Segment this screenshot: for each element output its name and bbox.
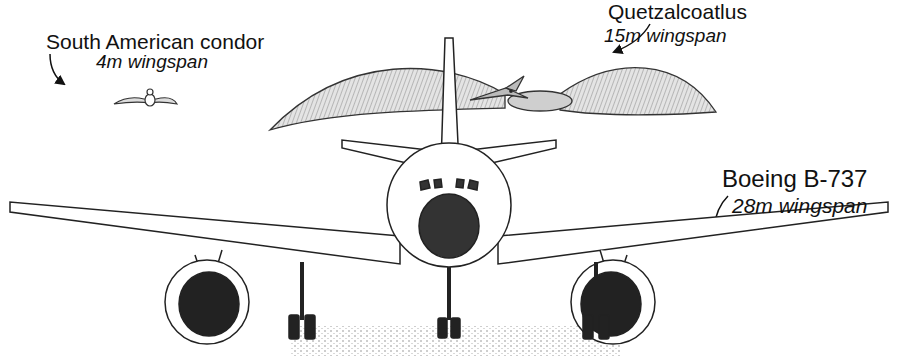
species-name: Quetzalcoatlus	[608, 0, 747, 23]
right-engine	[571, 260, 655, 344]
condor-head	[147, 89, 153, 95]
gear-wheel	[599, 315, 609, 339]
pterosaur-eye	[510, 90, 513, 93]
cockpit-windows	[420, 179, 478, 190]
gear-wheel	[305, 315, 315, 339]
wingspan-value: 28m wingspan	[732, 194, 867, 217]
gear-wheel	[438, 318, 447, 338]
pterosaur-right-wing	[560, 68, 716, 115]
wingspan-value: 4m wingspan	[96, 52, 208, 73]
airplane-drawing	[10, 38, 888, 344]
pterosaur-drawing	[270, 68, 716, 130]
aircraft-name: Boeing B-737	[722, 166, 867, 192]
left-engine-fan	[179, 272, 239, 336]
fuselage	[387, 143, 511, 267]
pterosaur-left-wing	[270, 68, 505, 130]
gear-wheel	[289, 315, 299, 339]
pterosaur-beak	[470, 88, 528, 100]
pterosaur-crest	[506, 76, 524, 91]
gear-wheel	[583, 315, 593, 339]
gear-wheel	[451, 318, 460, 338]
nose-radome	[419, 194, 479, 258]
gear-struts	[302, 262, 596, 320]
left-engine	[165, 260, 249, 344]
leader-arrow	[50, 54, 64, 84]
species-name: South American condor	[46, 30, 264, 53]
wingspan-value: 15m wingspan	[604, 26, 727, 47]
condor-drawing	[114, 89, 177, 106]
condor-body	[145, 94, 155, 106]
